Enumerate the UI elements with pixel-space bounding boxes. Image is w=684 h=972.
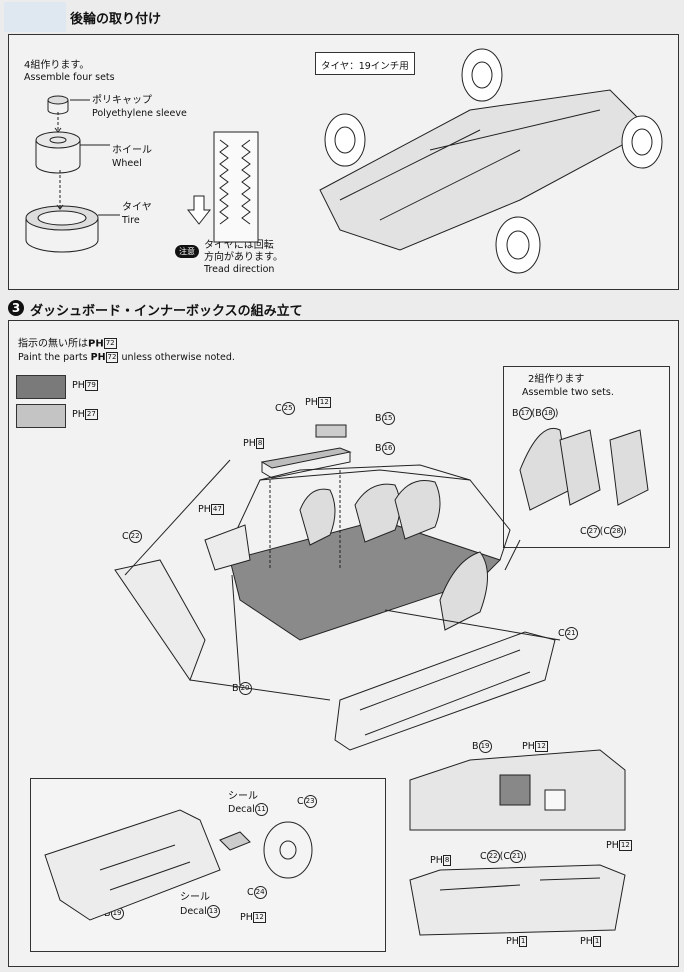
wheel-en: Wheel <box>112 158 142 169</box>
tread-en: Tread direction <box>204 264 275 275</box>
decal-jp-2: シール <box>180 892 210 903</box>
wheel-jp: ホイール <box>112 145 152 156</box>
decal-jp-1: シール <box>228 791 258 802</box>
light-color-swatch <box>16 404 66 428</box>
tread-jp2: 方向があります。 <box>204 252 283 263</box>
two-sets-en: Assemble two sets. <box>522 387 614 398</box>
site-logo <box>4 2 66 32</box>
step3-number: 3 <box>8 300 24 316</box>
caution-badge: 注意 <box>175 245 199 258</box>
tire-en: Tire <box>122 215 140 226</box>
tire-jp: タイヤ <box>122 202 152 213</box>
tire-note: タイヤ：19インチ用 <box>321 61 409 72</box>
sets-en: Assemble four sets <box>24 72 115 83</box>
tire-note-box: タイヤ：19インチ用 <box>315 52 415 75</box>
two-sets-jp: 2組作ります <box>528 374 585 385</box>
sets-jp: 4組作ります。 <box>24 60 90 71</box>
sleeve-jp: ポリキャップ <box>92 95 152 106</box>
step3-title: ダッシュボード・インナーボックスの組み立て <box>30 304 303 319</box>
tread-jp1: タイヤには回転 <box>204 240 274 251</box>
dark-color-swatch <box>16 375 66 399</box>
step2-title: 後輪の取り付け <box>70 12 162 27</box>
sleeve-en: Polyethylene sleeve <box>92 108 187 119</box>
